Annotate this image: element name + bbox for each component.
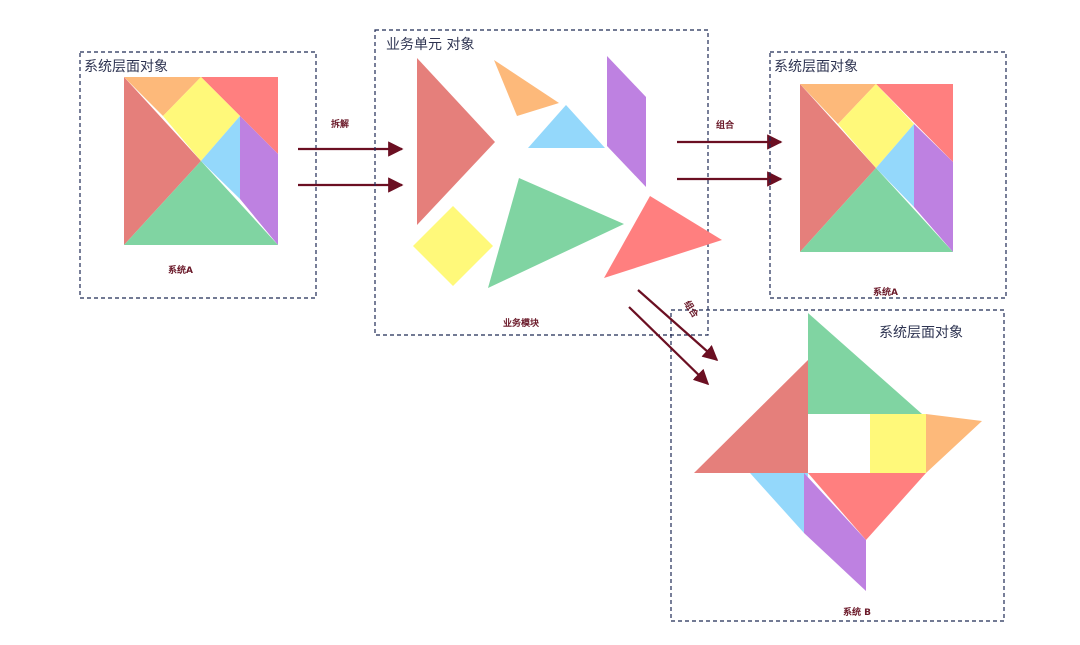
system-a-source-frame: [79, 51, 317, 299]
system-a-source-title: 系统层面对象: [84, 59, 168, 75]
system-a-result-tangram: [800, 84, 953, 252]
square-yellow: [413, 206, 493, 286]
business-unit-pieces: [413, 56, 722, 288]
square-yellow: [838, 84, 914, 168]
system-b-caption: 系统 B: [843, 606, 871, 618]
parallelogram-purple: [804, 473, 866, 591]
system-b-tangram: [694, 313, 982, 591]
system-a-result-box: 系统层面对象 系统A: [769, 51, 1007, 299]
split-label: 拆解: [331, 118, 349, 130]
small-triangle-orange: [494, 60, 559, 116]
small-triangle-orange: [124, 77, 201, 116]
medium-triangle-pink: [808, 473, 926, 540]
combine-arrow-b-top: [637, 289, 719, 362]
system-a-source-box: 系统层面对象 系统A: [79, 51, 317, 299]
system-a-source-tangram: [124, 77, 278, 245]
business-unit-box: 业务单元 对象 业务模块: [374, 29, 722, 336]
large-triangle-green: [808, 313, 922, 414]
business-unit-title: 业务单元 对象: [386, 37, 474, 53]
system-b-title: 系统层面对象: [879, 325, 963, 341]
combine-label-a: 组合: [716, 119, 735, 131]
large-triangle-green: [124, 161, 278, 245]
system-a-result-caption: 系统A: [873, 286, 898, 298]
parallelogram-purple: [914, 124, 953, 252]
large-triangle-red: [694, 360, 808, 473]
parallelogram-purple: [240, 116, 278, 245]
combine-label-b: 组合: [681, 298, 701, 320]
square-yellow: [163, 77, 240, 161]
large-triangle-green: [488, 178, 624, 288]
split-arrows: 拆解: [298, 118, 404, 193]
system-a-result-frame: [769, 51, 1007, 299]
large-triangle-red: [800, 84, 876, 252]
system-a-source-caption: 系统A: [168, 264, 193, 276]
large-triangle-red: [417, 58, 495, 225]
square-yellow: [870, 414, 926, 473]
medium-triangle-pink: [604, 196, 722, 278]
small-triangle-blue: [750, 473, 808, 533]
small-triangle-orange: [926, 414, 982, 473]
combine-arrow-b-bottom: [628, 306, 710, 386]
combine-arrows-a: 组合: [677, 119, 783, 187]
small-triangle-blue: [201, 116, 240, 199]
business-unit-caption: 业务模块: [503, 317, 540, 329]
small-triangle-blue: [876, 124, 914, 207]
business-unit-frame: [374, 29, 709, 336]
small-triangle-orange: [800, 84, 876, 124]
small-triangle-blue: [528, 105, 605, 148]
large-triangle-green: [800, 168, 953, 252]
parallelogram-purple: [607, 56, 646, 187]
medium-triangle-pink: [876, 84, 953, 162]
system-a-result-title: 系统层面对象: [774, 59, 858, 75]
system-b-box: 系统层面对象 系统 B: [670, 309, 1005, 622]
large-triangle-red: [124, 77, 201, 245]
combine-arrows-b: 组合: [628, 289, 719, 386]
